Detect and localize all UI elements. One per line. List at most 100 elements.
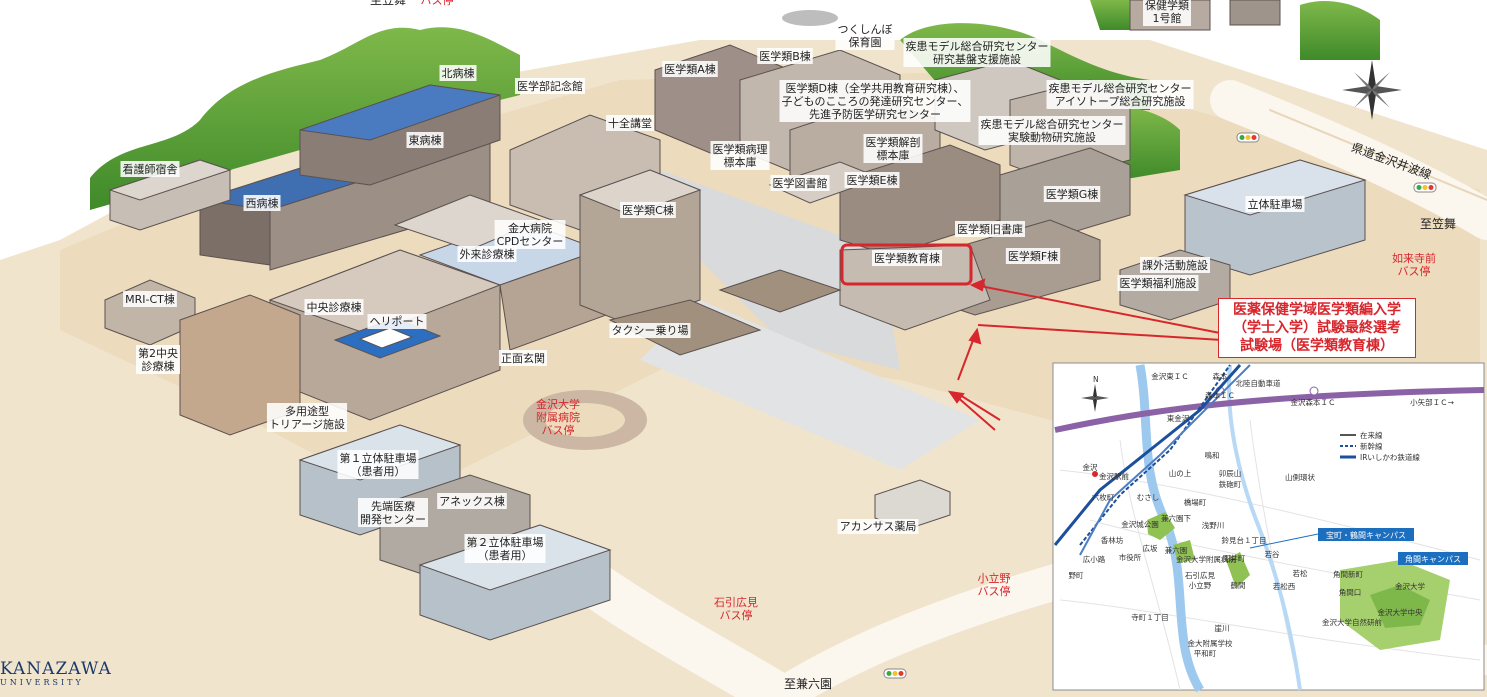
bus-stop-top-stop-text: バス停 <box>421 0 454 7</box>
inset-place-label: 香林坊 <box>1101 535 1124 545</box>
building-label-central2-text: 第2中央診療棟 <box>138 346 178 373</box>
bus-stop-kodatsuno-stop-text: 小立野バス停 <box>978 571 1011 598</box>
tag-takaramachi: 宝町・鶴間キャンパス <box>1326 530 1406 540</box>
building-label-parking-tower-text: 立体駐車場 <box>1248 197 1303 211</box>
building-label-med-f: 医学類F棟 <box>1005 248 1061 264</box>
building-label-triage-text: 多用途型トリアージ施設 <box>269 404 345 431</box>
legend-shinkansen: 新幹線 <box>1360 441 1383 451</box>
inset-place-label: 角間口 <box>1339 587 1362 597</box>
inset-place-label: 広坂 <box>1143 543 1159 553</box>
building-label-acanthus-text: アカンサス薬局 <box>840 520 917 533</box>
inset-place-label: 野町 <box>1069 571 1085 580</box>
building-label-taxi: タクシー乗り場 <box>609 323 691 338</box>
inset-place-label: 鶴間 <box>1231 580 1246 590</box>
bus-stop-nyoraiji-stop: 如来寺前バス停 <box>1392 251 1436 278</box>
building-label-east-ward: 東病棟 <box>406 132 444 148</box>
inset-place-label: 金沢駅前 <box>1099 471 1129 481</box>
inset-place-label: 浅野川 <box>1202 520 1225 530</box>
logo-line-2: UNIVERSITY <box>0 678 84 687</box>
inset-place-label: 鈴見台１丁目 <box>1222 535 1267 545</box>
inset-place-label: 卯辰山 <box>1219 468 1242 478</box>
building-label-welfare: 医学類福利施設 <box>1117 275 1199 291</box>
building-label-med-a: 医学類A棟 <box>662 61 718 77</box>
inset-place-label: 金沢東ＩＣ <box>1151 371 1189 381</box>
inset-map: 在来線 新幹線 IRいしかわ鉄道線 宝町・鶴間キャンパス 角間キャンパス N 金… <box>1052 362 1485 693</box>
building-label-advanced-med-text: 先端医療開発センター <box>360 499 426 526</box>
building-label-east-ward-text: 東病棟 <box>409 133 442 147</box>
building-label-tsukushinbo: つくしんぼ保育園 <box>835 22 895 50</box>
inset-place-label: 森本ＩＣ <box>1205 390 1235 400</box>
building-label-med-d-text: 医学類D棟（全学共用教育研究棟）、子どものこころの発達研究センター、先進予防医学… <box>782 81 969 121</box>
inset-place-label: 橋場町 <box>1184 497 1207 507</box>
building-label-north-ward-text: 北病棟 <box>442 66 475 80</box>
building-label-med-edu: 医学類教育棟 <box>872 250 942 266</box>
inset-place-label: 鉄砲町 <box>1219 479 1242 489</box>
bus-stop-hospital-stop-text: 金沢大学附属病院バス停 <box>536 397 580 437</box>
building-label-central-clinic: 中央診療棟 <box>304 299 364 315</box>
compass-icon <box>1342 60 1402 120</box>
building-label-heliport: ヘリポート <box>367 314 427 329</box>
building-label-taxi-text: タクシー乗り場 <box>612 324 689 337</box>
building-label-parking2-text: 第２立体駐車場（患者用） <box>467 535 544 562</box>
traffic-lights <box>883 132 1437 679</box>
inset-place-label: むさし <box>1137 493 1160 502</box>
building-label-med-a-text: 医学類A棟 <box>664 62 716 76</box>
building-label-outpatient: 外来診療棟 <box>457 246 517 262</box>
route-arrows <box>947 278 1223 431</box>
exam-callout: 医薬保健学域医学類編入学 （学士入学）試験最終選考 試験場（医学類教育棟） <box>1218 298 1416 358</box>
inset-place-label: 市役所 <box>1119 552 1142 562</box>
building-label-nurse-dorm: 看護師宿舎 <box>120 161 180 177</box>
building-label-disease-center-2: 疾患モデル総合研究センターアイソトープ総合研究施設 <box>1046 80 1194 109</box>
exam-callout-line-1: 医薬保健学域医学類編入学 <box>1233 302 1401 318</box>
inset-place-label: 金沢大学中央 <box>1378 607 1423 617</box>
building-label-club-facility: 課外活動施設 <box>1140 257 1210 273</box>
building-label-med-edu-text: 医学類教育棟 <box>874 251 940 265</box>
building-label-heliport-text: ヘリポート <box>370 315 425 328</box>
inset-place-label: 角間新町 <box>1333 569 1363 579</box>
building-label-med-b: 医学類B棟 <box>757 48 813 64</box>
inset-place-label: 兼六園 <box>1165 545 1188 555</box>
building-label-med-c: 医学類C棟 <box>620 202 676 218</box>
building-label-disease-center-3-text: 疾患モデル総合研究センター実験動物研究施設 <box>981 117 1124 144</box>
inset-compass-icon: N <box>1081 375 1109 412</box>
building-label-disease-center-1: 疾患モデル総合研究センター研究基盤支援施設 <box>903 38 1051 67</box>
inset-place-label: 平和町 <box>1194 649 1217 658</box>
building-label-disease-center-1-text: 疾患モデル総合研究センター研究基盤支援施設 <box>906 39 1049 66</box>
building-label-old-library-text: 医学類旧書庫 <box>957 222 1023 236</box>
building-label-west-ward-text: 西病棟 <box>246 196 279 210</box>
building-label-med-e: 医学類E棟 <box>844 172 900 188</box>
exam-callout-line-2: （学士入学）試験最終選考 <box>1233 320 1401 336</box>
road-label-to-kasamai-top: 至笠舞 <box>370 0 406 7</box>
building-label-jissen-hall-text: 十全講堂 <box>608 116 652 130</box>
inset-place-label: 山の上 <box>1169 468 1192 478</box>
inset-place-label: 六枚町 <box>1092 492 1115 502</box>
inset-place-label: 若谷 <box>1265 549 1281 559</box>
building-label-advanced-med: 先端医療開発センター <box>358 498 428 527</box>
building-label-tsukushinbo-text: つくしんぼ保育園 <box>838 23 893 49</box>
building-label-west-ward: 西病棟 <box>243 195 281 211</box>
building-label-pathology-text: 医学類病理標本庫 <box>713 142 768 169</box>
inset-place-label: 金沢 <box>1083 462 1099 472</box>
building-label-med-b-text: 医学類B棟 <box>759 49 811 63</box>
inset-place-label: 小矢部ＩＣ→ <box>1410 397 1454 407</box>
building-label-old-library: 医学類旧書庫 <box>955 221 1025 237</box>
inset-place-label: 北陸自動車道 <box>1236 378 1281 388</box>
bus-stop-ishibiki-stop-text: 石引広見バス停 <box>714 595 758 622</box>
inset-place-label: 兼六園下 <box>1161 513 1191 523</box>
building-label-acanthus: アカンサス薬局 <box>837 519 919 534</box>
inset-place-label: 金大附属学校 <box>1188 638 1233 648</box>
building-label-outpatient-text: 外来診療棟 <box>460 247 515 261</box>
bus-stop-hospital-stop: 金沢大学附属病院バス停 <box>536 397 580 437</box>
building-label-club-facility-text: 課外活動施設 <box>1142 258 1208 272</box>
building-label-central-clinic-text: 中央診療棟 <box>307 300 362 314</box>
building-label-disease-center-3: 疾患モデル総合研究センター実験動物研究施設 <box>978 116 1126 145</box>
building-label-med-g-text: 医学類G棟 <box>1046 187 1099 201</box>
building-label-disease-center-2-text: 疾患モデル総合研究センターアイソトープ総合研究施設 <box>1049 81 1192 108</box>
building-label-parking1: 第１立体駐車場（患者用） <box>337 450 419 479</box>
inset-place-label: 鳴和 <box>1205 450 1220 460</box>
